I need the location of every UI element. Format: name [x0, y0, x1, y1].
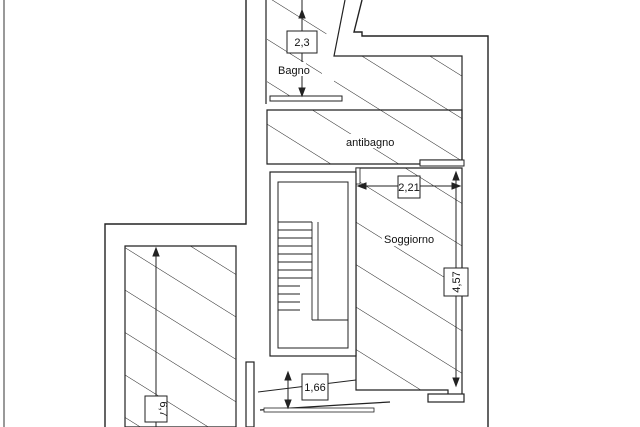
room-antibagno-label: antibagno: [346, 137, 394, 149]
bottom-wall-stub: [263, 407, 375, 413]
dim-soggiorno-width-box: [397, 175, 421, 199]
soggiorno-door-bar: [419, 159, 465, 167]
dim-soggiorno-width-label: 2,21: [398, 182, 419, 194]
stair-treads: [278, 221, 348, 321]
room-soggiorno-label: Soggiorno: [384, 234, 434, 246]
room-soggiorno-label-bg: [382, 232, 428, 246]
antibagno-opening: [355, 167, 361, 185]
dim-soggiorno-length-box: [443, 267, 469, 297]
room-upper-right-fill: [322, 56, 462, 110]
dim-left-room-label: 6,7: [157, 401, 169, 416]
dim-stair-landing-box: [301, 373, 329, 401]
bottom-wall-left: [245, 361, 255, 427]
dim-bagno-box: [286, 30, 318, 54]
room-bagno-label: Bagno: [278, 65, 310, 77]
dim-soggiorno-length-label: 4,57: [451, 271, 463, 292]
room-bagno-label-bg: [276, 62, 306, 76]
bottom-wall-right: [427, 393, 465, 403]
dim-bagno-label: 2,3: [294, 37, 309, 49]
room-left-fill: [124, 245, 237, 427]
outer-wall-right: [353, 0, 489, 427]
dim-left-room-box: [144, 395, 168, 423]
stairwell-inner: [277, 181, 349, 349]
room-antibagno-label-bg: [344, 134, 386, 148]
dim-stair-landing-label: 1,66: [304, 382, 325, 394]
outer-wall: [104, 0, 247, 427]
bath-door-bar: [269, 95, 343, 102]
